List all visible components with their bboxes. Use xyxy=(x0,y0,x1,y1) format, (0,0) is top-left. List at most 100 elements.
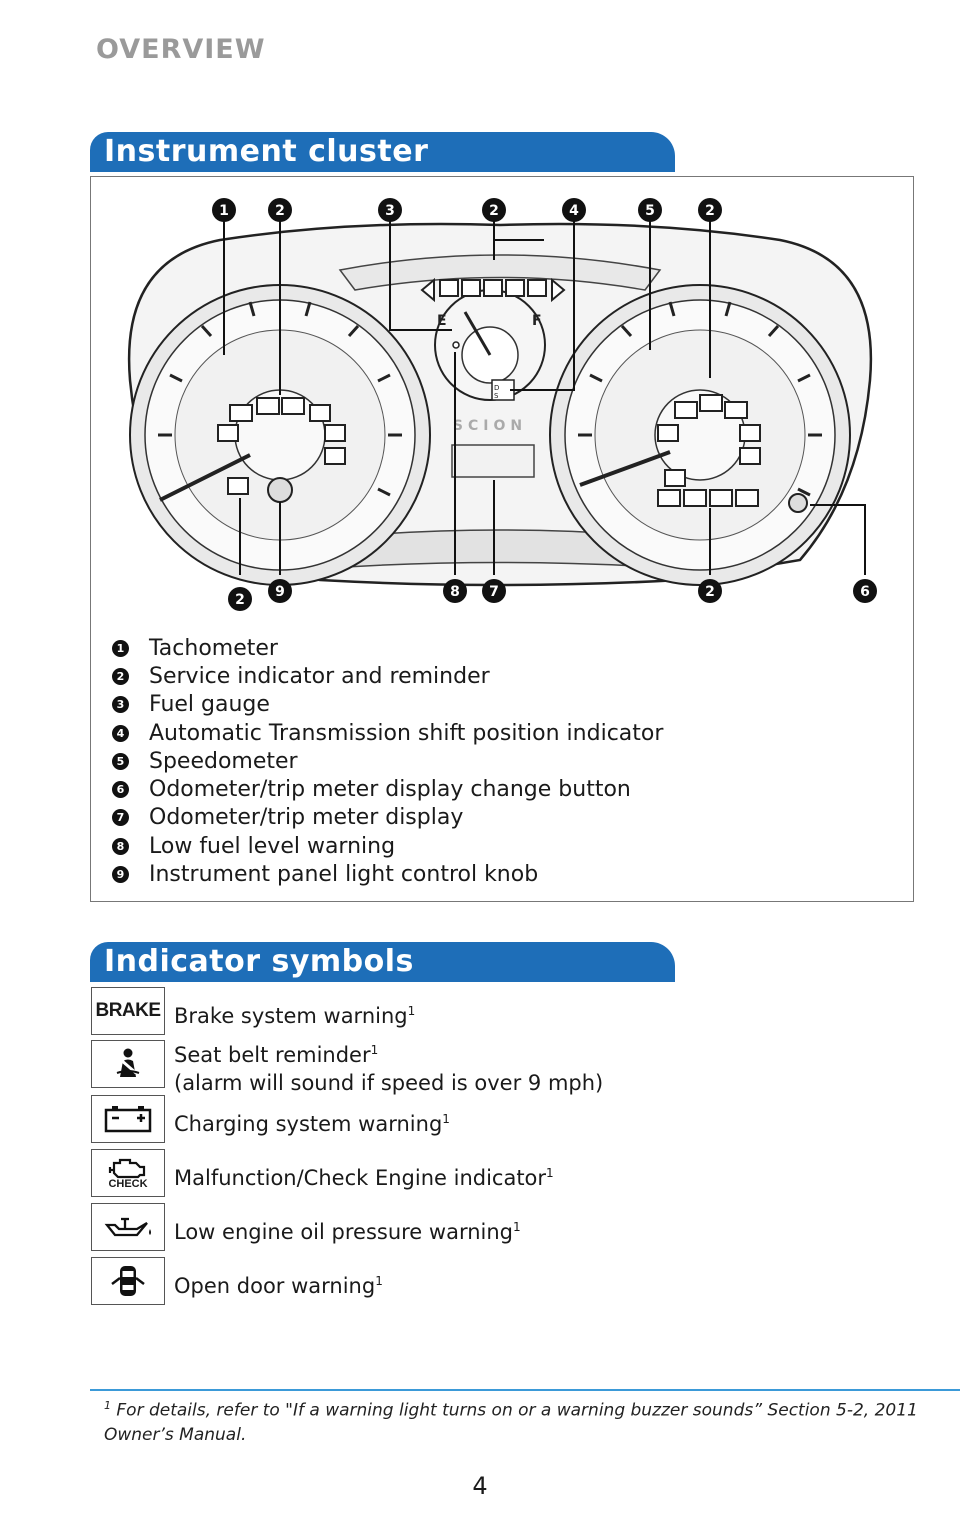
callout-9 xyxy=(268,579,292,603)
legend-item: 9 Instrument panel light control knob xyxy=(112,860,663,888)
footnote-text: For details, refer to "If a warning ligh… xyxy=(104,1400,918,1445)
symbol-label: Charging system warning1 xyxy=(174,1112,450,1136)
oil-can-icon xyxy=(91,1203,165,1251)
fuel-gauge-empty-label: E xyxy=(437,313,447,329)
legend-number: 5 xyxy=(112,752,129,770)
brand-logo: SCION xyxy=(453,418,527,434)
symbol-row-charging: Charging system warning1 xyxy=(91,1095,691,1143)
legend-label: Odometer/trip meter display xyxy=(149,805,464,831)
callout-2 xyxy=(268,198,292,222)
callout-8-label: 8 xyxy=(450,584,460,600)
shift-indicator-s: S xyxy=(494,392,499,400)
legend-number: 6 xyxy=(112,781,129,799)
instrument-cluster-box xyxy=(90,176,914,902)
brake-warning-icon: BRAKE xyxy=(91,987,165,1035)
instrument-cluster-banner: Instrument cluster xyxy=(90,132,675,172)
cluster-legend: 1 Tachometer 2 Service indicator and remin… xyxy=(112,634,663,889)
callout-2d xyxy=(228,587,252,611)
shift-indicator-d: D xyxy=(494,384,499,392)
footnote: 1 For details, refer to "If a warning li… xyxy=(104,1394,924,1447)
symbol-label: Malfunction/Check Engine indicator1 xyxy=(174,1166,554,1190)
legend-label: Speedometer xyxy=(149,748,298,774)
legend-number: 9 xyxy=(112,866,129,884)
speedometer-ticks xyxy=(578,301,822,497)
left-indicator-lamps xyxy=(217,397,346,495)
fuel-gauge-full-label: F xyxy=(532,313,542,329)
callout-2b xyxy=(482,198,506,222)
callouts-top: 1 2 3 2 4 5 2 xyxy=(212,198,722,222)
callout-2e xyxy=(698,579,722,603)
page-number: 4 xyxy=(472,1472,488,1500)
callout-8 xyxy=(443,579,467,603)
callout-6-label: 6 xyxy=(860,584,870,600)
instrument-cluster-illustration: E F D S SCION xyxy=(127,198,877,611)
legend-label: Service indicator and reminder xyxy=(149,663,490,689)
callout-6 xyxy=(853,579,877,603)
callouts-bottom: 2 9 8 7 2 6 xyxy=(228,579,877,611)
legend-item: 1 Tachometer xyxy=(112,634,663,662)
legend-number: 2 xyxy=(112,667,129,685)
symbol-row-brake: BRAKE Brake system warning1 xyxy=(91,987,691,1035)
callout-2d-label: 2 xyxy=(235,592,245,608)
callout-2e-label: 2 xyxy=(705,584,715,600)
legend-label: Odometer/trip meter display change butto… xyxy=(149,777,631,803)
legend-item: 3 Fuel gauge xyxy=(112,691,663,719)
callout-4 xyxy=(562,198,586,222)
battery-icon xyxy=(91,1095,165,1143)
legend-number: 7 xyxy=(112,809,129,827)
panel-light-knob xyxy=(267,477,293,503)
symbol-row-oil-pressure: Low engine oil pressure warning1 xyxy=(91,1203,691,1251)
symbol-row-open-door: Open door warning1 xyxy=(91,1257,691,1305)
turn-signal-row xyxy=(420,277,566,303)
legend-number: 8 xyxy=(112,837,129,855)
indicator-symbols-banner: Indicator symbols xyxy=(90,942,675,982)
symbol-label: Brake system warning1 xyxy=(174,1004,416,1028)
indicator-symbols-heading: Indicator symbols xyxy=(104,944,414,979)
callout-9-label: 9 xyxy=(275,584,285,600)
symbol-row-seat-belt: Seat belt reminder1 (alarm will sound if… xyxy=(91,1040,691,1095)
callout-2b-label: 2 xyxy=(489,203,499,219)
legend-item: 5 Speedometer xyxy=(112,747,663,775)
callout-2c xyxy=(698,198,722,222)
legend-label: Low fuel level warning xyxy=(149,833,396,859)
right-indicator-lamps xyxy=(657,394,761,507)
callout-lines xyxy=(223,220,866,575)
callout-7-label: 7 xyxy=(489,584,499,600)
callout-1 xyxy=(212,198,236,222)
callout-7 xyxy=(482,579,506,603)
low-fuel-warning-lamp xyxy=(452,341,460,349)
legend-number: 4 xyxy=(112,724,129,742)
symbol-label: Low engine oil pressure warning1 xyxy=(174,1220,521,1244)
symbol-label: Seat belt reminder1 (alarm will sound if… xyxy=(174,1043,604,1095)
cluster-hood xyxy=(338,254,662,291)
legend-item: 7 Odometer/trip meter display xyxy=(112,804,663,832)
footnote-rule xyxy=(90,1389,960,1391)
legend-number: 3 xyxy=(112,696,129,714)
callout-4-label: 4 xyxy=(569,203,579,219)
callout-5-label: 5 xyxy=(645,203,655,219)
callout-3 xyxy=(378,198,402,222)
callout-2-label: 2 xyxy=(275,203,285,219)
section-title: OVERVIEW xyxy=(96,34,266,65)
odometer-display xyxy=(451,444,535,478)
tachometer-ticks xyxy=(158,301,402,497)
legend-label: Fuel gauge xyxy=(149,692,270,718)
callout-3-label: 3 xyxy=(385,203,395,219)
footnote-marker: 1 xyxy=(104,1399,111,1412)
legend-item: 8 Low fuel level warning xyxy=(112,832,663,860)
callout-1-label: 1 xyxy=(219,203,229,219)
legend-label: Instrument panel light control knob xyxy=(149,862,539,888)
legend-label: Tachometer xyxy=(149,635,278,661)
legend-number: 1 xyxy=(112,639,129,657)
legend-label: Automatic Transmission shift position in… xyxy=(149,720,664,746)
callout-2c-label: 2 xyxy=(705,203,715,219)
open-door-icon xyxy=(91,1257,165,1305)
odometer-change-button xyxy=(788,493,808,513)
legend-item: 2 Service indicator and reminder xyxy=(112,662,663,690)
tachometer-needle xyxy=(159,453,251,502)
check-engine-icon: CHECK xyxy=(91,1149,165,1197)
fuel-gauge-needle xyxy=(463,311,492,356)
speedometer-needle xyxy=(579,450,671,487)
symbol-label: Open door warning1 xyxy=(174,1274,383,1298)
legend-item: 4 Automatic Transmission shift position i… xyxy=(112,719,663,747)
